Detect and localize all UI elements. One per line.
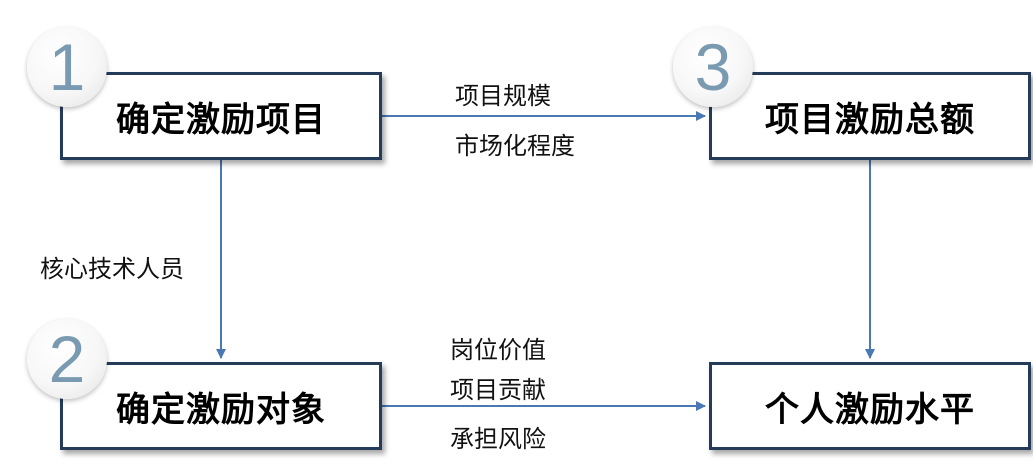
edge-label-marketization: 市场化程度 xyxy=(455,132,575,160)
step-number-1: 1 xyxy=(48,30,86,104)
edge-label-core-staff: 核心技术人员 xyxy=(40,255,184,283)
box-determine-incentive-project: 确定激励项目 xyxy=(60,72,382,160)
step-number-3: 3 xyxy=(694,30,732,104)
box3-label: 项目激励总额 xyxy=(765,99,975,140)
box-determine-incentive-target: 确定激励对象 xyxy=(60,362,382,450)
edge-label-project-scale: 项目规模 xyxy=(455,82,551,110)
box-individual-incentive-level: 个人激励水平 xyxy=(709,362,1031,450)
box1-label: 确定激励项目 xyxy=(116,99,326,140)
step-number-2: 2 xyxy=(48,322,86,396)
step-badge-2: 2 xyxy=(27,319,107,399)
step-badge-1: 1 xyxy=(27,27,107,107)
box4-label: 个人激励水平 xyxy=(765,389,975,430)
step-badge-3: 3 xyxy=(673,27,753,107)
box2-label: 确定激励对象 xyxy=(116,389,326,430)
edge-label-risk-bearing: 承担风险 xyxy=(450,425,546,453)
edge-label-project-contribution: 项目贡献 xyxy=(450,376,546,404)
edge-label-position-value: 岗位价值 xyxy=(450,336,546,364)
box-project-incentive-total: 项目激励总额 xyxy=(709,72,1031,160)
